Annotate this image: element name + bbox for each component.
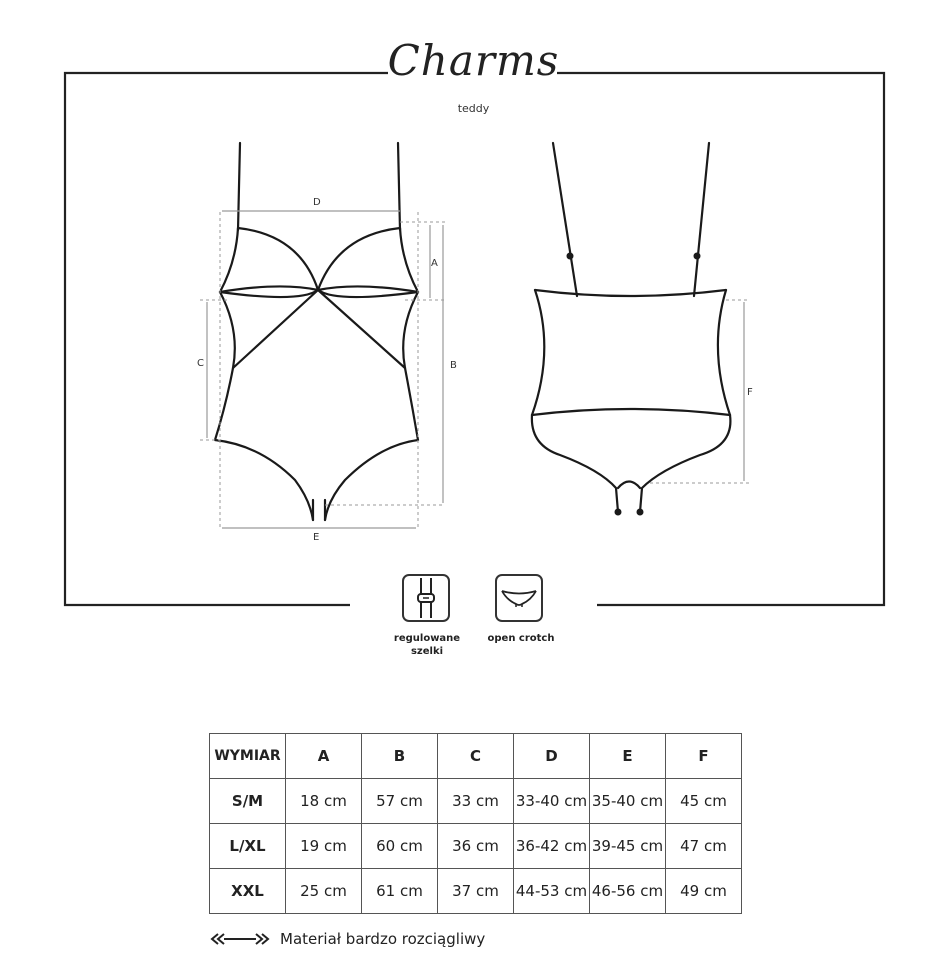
dimension-label-b: B <box>450 360 457 371</box>
table-row: XXL 25 cm 61 cm 37 cm 44-53 cm 46-56 cm … <box>209 868 742 914</box>
product-type: teddy <box>457 102 490 115</box>
table-cell: 36 cm <box>437 823 514 869</box>
table-cell: 60 cm <box>361 823 438 869</box>
table-cell-size: L/XL <box>209 823 286 869</box>
footnote-text: Materiał bardzo rozciągliwy <box>280 930 486 948</box>
table-header: E <box>589 733 666 779</box>
size-table: WYMIAR A B C D E F S/M 18 cm 57 cm 33 cm… <box>209 733 742 914</box>
table-cell: 19 cm <box>285 823 362 869</box>
table-cell: 44-53 cm <box>513 868 590 914</box>
table-cell-size: S/M <box>209 778 286 824</box>
table-cell: 45 cm <box>665 778 742 824</box>
table-cell: 25 cm <box>285 868 362 914</box>
table-cell: 33 cm <box>437 778 514 824</box>
adjustable-straps-icon <box>402 574 450 622</box>
table-header: WYMIAR <box>209 733 286 779</box>
brand-logo: Charms <box>387 36 560 85</box>
feature-caption-straps: regulowane szelki <box>393 633 461 657</box>
front-garment-outline <box>213 141 420 522</box>
size-table-header-row: WYMIAR A B C D E F <box>209 733 742 779</box>
table-cell: 47 cm <box>665 823 742 869</box>
table-cell: 39-45 cm <box>589 823 666 869</box>
table-cell: 57 cm <box>361 778 438 824</box>
open-crotch-icon <box>495 574 543 622</box>
frame <box>63 71 886 607</box>
table-header: F <box>665 733 742 779</box>
dimension-label-a: A <box>431 258 438 269</box>
table-header: A <box>285 733 362 779</box>
table-row: L/XL 19 cm 60 cm 36 cm 36-42 cm 39-45 cm… <box>209 823 742 869</box>
table-cell: 35-40 cm <box>589 778 666 824</box>
back-garment-outline <box>530 141 732 516</box>
frame-and-garment-diagram <box>63 71 886 607</box>
table-row: S/M 18 cm 57 cm 33 cm 33-40 cm 35-40 cm … <box>209 778 742 824</box>
dimension-label-d: D <box>313 197 321 208</box>
table-cell: 49 cm <box>665 868 742 914</box>
table-header: D <box>513 733 590 779</box>
table-header: C <box>437 733 514 779</box>
stretch-footnote: Materiał bardzo rozciągliwy <box>210 930 485 948</box>
feature-caption-open-crotch: open crotch <box>487 633 555 644</box>
table-cell: 37 cm <box>437 868 514 914</box>
table-cell: 36-42 cm <box>513 823 590 869</box>
front-dimension-guides <box>200 212 445 528</box>
dimension-label-e: E <box>313 532 320 543</box>
table-cell: 61 cm <box>361 868 438 914</box>
table-cell: 18 cm <box>285 778 362 824</box>
dimension-label-f: F <box>747 387 753 398</box>
table-cell: 33-40 cm <box>513 778 590 824</box>
table-header: B <box>361 733 438 779</box>
stretch-arrows-icon <box>210 933 270 945</box>
dimension-label-c: C <box>197 358 204 369</box>
table-cell: 46-56 cm <box>589 868 666 914</box>
back-dimension-guides <box>650 299 750 484</box>
front-dimension-arrows <box>206 210 444 529</box>
table-cell-size: XXL <box>209 868 286 914</box>
